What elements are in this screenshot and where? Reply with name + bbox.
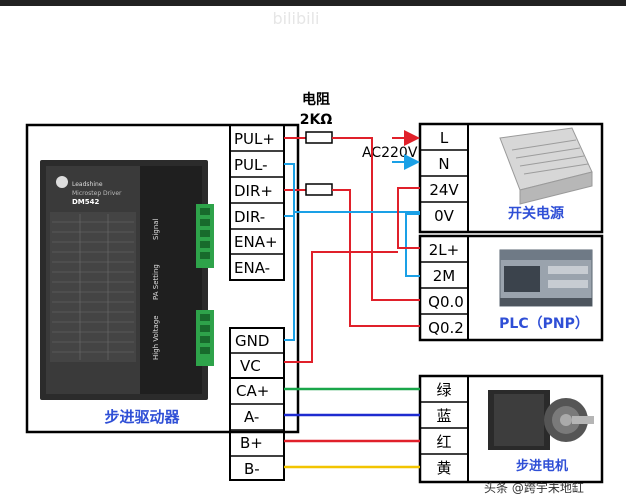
ps-terminal-n: N (438, 155, 449, 173)
ps-terminal-24v: 24V (429, 181, 459, 199)
plc-image (499, 249, 593, 307)
motor-terminal-yellow: 黄 (436, 459, 451, 477)
resistor-label-title: 电阻 (302, 91, 330, 108)
plc-caption: PLC（PNP） (499, 316, 589, 332)
ps-terminal-l: L (440, 129, 449, 147)
plc-terminal-q02: Q0.2 (428, 319, 464, 337)
power-supply-image (499, 127, 593, 205)
terminal-ca-plus: CA+ (236, 382, 269, 400)
driver-signal-label: Signal (152, 218, 160, 240)
watermark-top: bilibili (273, 9, 320, 28)
plc-terminal-2m: 2M (433, 267, 456, 285)
driver-frame (25, 123, 300, 434)
ps-terminal-0v: 0V (434, 207, 455, 225)
driver-device-image: Leadshine Microstep Driver DM542 Signal … (40, 160, 214, 400)
watermark-bottom: 头条 @跨宇未地缸 (484, 480, 584, 495)
plc-terminal-2lplus: 2L+ (429, 241, 459, 259)
terminal-ena-minus: ENA- (234, 259, 270, 277)
plc-block: 2L+ 2M Q0.0 Q0.2 PLC（PNP） (418, 234, 604, 342)
resistor-label-value: 2KΩ (300, 112, 333, 128)
terminal-gnd: GND (235, 332, 269, 350)
terminal-a-minus: A- (244, 408, 259, 426)
plc-terminal-q00: Q0.0 (428, 293, 464, 311)
terminal-pul-minus: PUL- (234, 156, 268, 174)
driver-motor-terminals: CA+ A- B+ B- (229, 377, 285, 481)
top-border-strip (0, 0, 626, 6)
terminal-dir-plus: DIR+ (234, 182, 273, 200)
motor-terminal-red: 红 (436, 433, 451, 451)
ac-voltage-label: AC220V (362, 145, 418, 161)
terminal-pul-plus: PUL+ (234, 130, 275, 148)
terminal-b-plus: B+ (240, 434, 263, 452)
driver-signal-terminals: PUL+ PUL- DIR+ DIR- ENA+ ENA- (229, 124, 285, 281)
resistor-dir (305, 183, 333, 196)
motor-block: 绿 蓝 红 黄 步进电机 (418, 374, 604, 484)
motor-image (488, 390, 594, 450)
terminal-vc: VC (240, 357, 261, 375)
driver-setting-label: PA Setting (152, 264, 160, 300)
motor-terminal-green: 绿 (436, 381, 451, 399)
terminal-ena-plus: ENA+ (234, 233, 278, 251)
ps-caption: 开关电源 (508, 205, 564, 222)
driver-brand: Leadshine (72, 181, 103, 188)
driver-model: DM542 (72, 198, 100, 206)
resistor-pul (305, 131, 333, 144)
motor-terminal-blue: 蓝 (436, 407, 451, 425)
driver-model-sub: Microstep Driver (72, 190, 122, 197)
motor-caption: 步进电机 (516, 458, 568, 474)
driver-power-terminals: GND VC (229, 327, 285, 379)
terminal-dir-minus: DIR- (234, 208, 265, 226)
power-supply-block: L N 24V 0V 开关电源 (418, 122, 604, 234)
driver-voltage-label: High Voltage (152, 315, 160, 360)
terminal-b-minus: B- (244, 460, 260, 478)
wires (284, 130, 420, 469)
driver-caption: 步进驱动器 (104, 408, 180, 426)
